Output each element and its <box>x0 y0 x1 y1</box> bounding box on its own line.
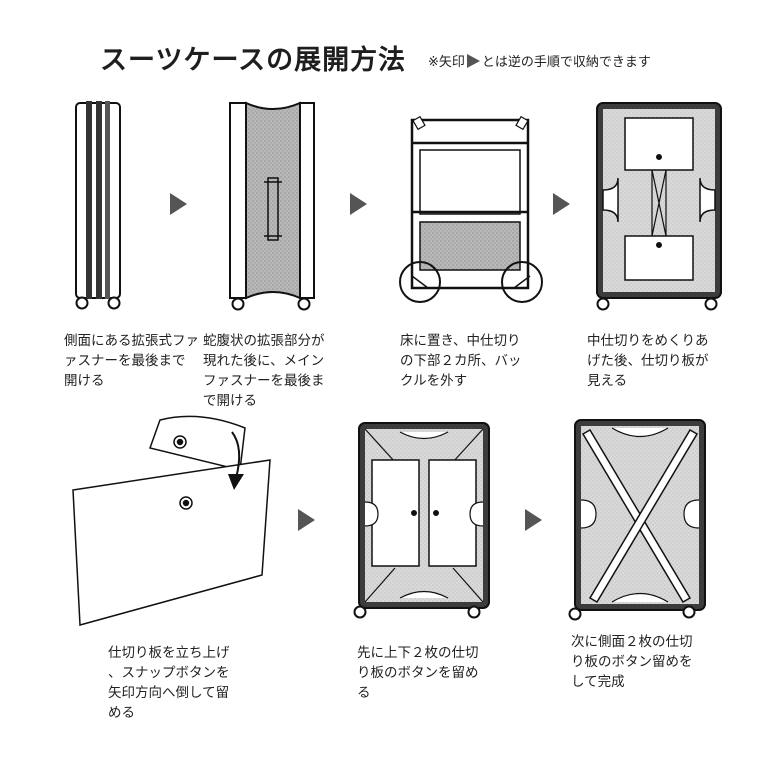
note-suffix: とは逆の手順で収納できます <box>481 55 651 70</box>
step6-caption: 先に上下２枚の仕切 り板のボタンを留め る <box>357 645 479 701</box>
step3-suitcase-open <box>399 115 543 303</box>
step4-suitcase-dividers <box>596 102 722 311</box>
step5-divider-panel <box>72 415 271 626</box>
step5-caption: 仕切り板を立ち上げ 、スナップボタンを 矢印方向へ倒して留 める <box>108 645 230 721</box>
step1-suitcase-side <box>75 101 121 310</box>
step-arrow-1 <box>170 193 187 215</box>
step1-caption: 側面にある拡張式ファ ァスナーを最後まで 開ける <box>64 333 199 389</box>
step-arrow-3 <box>553 193 570 215</box>
note: ※矢印 とは逆の手順で収納できます <box>428 51 651 70</box>
note-prefix: ※矢印 <box>428 55 465 70</box>
step7-caption: 次に側面２枚の仕切 り板のボタン留めを して完成 <box>571 634 693 690</box>
step2-suitcase-expanded <box>229 101 315 311</box>
step2-caption: 蛇腹状の拡張部分が 現れた後に、メイン ファスナーを最後ま で開ける <box>203 333 325 409</box>
step7-suitcase-complete <box>568 419 706 621</box>
step6-suitcase <box>353 422 490 619</box>
step-arrow-5 <box>525 509 542 531</box>
step4-caption: 中仕切りをめくりあ げた後、仕切り板が 見える <box>587 333 709 389</box>
step-arrow-4 <box>298 509 315 531</box>
step-arrow-2 <box>350 193 367 215</box>
step3-caption: 床に置き、中仕切り の下部２カ所、バッ クルを外す <box>400 333 522 389</box>
arrow-icon <box>466 53 480 68</box>
page-title: スーツケースの展開方法 <box>100 45 407 76</box>
